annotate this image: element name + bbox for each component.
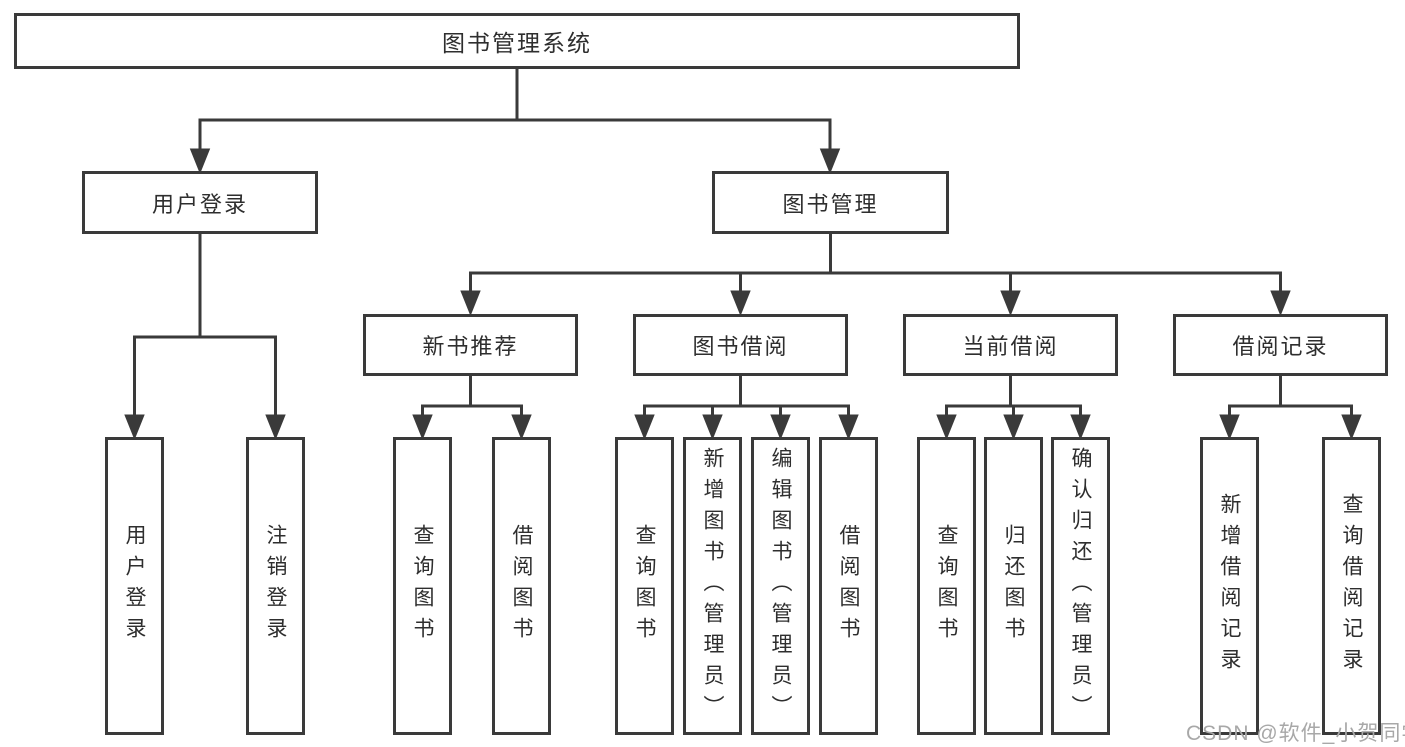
connector-current-borrow-to-leaves bbox=[936, 376, 1091, 441]
leaf-borrow-borrow-books: 借阅图书 bbox=[819, 437, 878, 735]
node-user-login: 用户登录 bbox=[82, 171, 318, 234]
node-current-borrow: 当前借阅 bbox=[903, 314, 1118, 376]
node-label: 查询图书 bbox=[411, 524, 434, 648]
node-book-borrow: 图书借阅 bbox=[633, 314, 848, 376]
node-label: 查询图书 bbox=[633, 524, 656, 648]
leaf-current-query-books: 查询图书 bbox=[917, 437, 976, 735]
node-root-library-management-system: 图书管理系统 bbox=[14, 13, 1020, 69]
node-new-book-recommend: 新书推荐 bbox=[363, 314, 578, 376]
node-label: 查询图书 bbox=[935, 524, 958, 648]
leaf-borrow-edit-books-admin: 编辑图书（管理员） bbox=[751, 437, 810, 735]
node-label: 图书管理系统 bbox=[442, 30, 592, 56]
connector-borrow-records-to-leaves bbox=[1219, 376, 1362, 441]
node-label: 图书管理 bbox=[782, 191, 879, 217]
leaf-current-confirm-return-admin: 确认归还（管理员） bbox=[1051, 437, 1110, 735]
node-label: 新书推荐 bbox=[422, 334, 519, 359]
leaf-recommend-query-books: 查询图书 bbox=[393, 437, 452, 735]
leaf-records-add-borrow-record: 新增借阅记录 bbox=[1200, 437, 1259, 735]
connector-user-login-to-leaves bbox=[124, 234, 286, 441]
node-label: 新增借阅记录 bbox=[1218, 493, 1241, 679]
node-label: 编辑图书（管理员） bbox=[769, 446, 792, 726]
node-label: 借阅记录 bbox=[1232, 334, 1329, 359]
connector-new-book-recommend-to-leaves bbox=[412, 376, 532, 441]
node-book-management: 图书管理 bbox=[712, 171, 949, 234]
node-label: 注销登录 bbox=[264, 524, 287, 648]
leaf-borrow-query-books: 查询图书 bbox=[615, 437, 674, 735]
connector-book-management-to-level3 bbox=[460, 234, 1291, 317]
connector-root-to-level2 bbox=[189, 69, 841, 175]
leaf-current-return-books: 归还图书 bbox=[984, 437, 1043, 735]
node-label: 查询借阅记录 bbox=[1340, 493, 1363, 679]
node-label: 图书借阅 bbox=[692, 334, 789, 359]
csdn-watermark: CSDN @软件_小贺同学 bbox=[1186, 722, 1405, 745]
leaf-user-login: 用户登录 bbox=[105, 437, 164, 735]
leaf-borrow-add-books-admin: 新增图书（管理员） bbox=[683, 437, 742, 735]
node-label: 用户登录 bbox=[123, 524, 146, 648]
node-label: 当前借阅 bbox=[962, 334, 1059, 359]
leaf-records-query-borrow-record: 查询借阅记录 bbox=[1322, 437, 1381, 735]
connector-book-borrow-to-leaves bbox=[634, 376, 859, 441]
node-label: 借阅图书 bbox=[837, 524, 860, 648]
node-label: 确认归还（管理员） bbox=[1069, 446, 1092, 726]
node-label: 新增图书（管理员） bbox=[701, 446, 724, 726]
leaf-logout: 注销登录 bbox=[246, 437, 305, 735]
node-borrow-records: 借阅记录 bbox=[1173, 314, 1388, 376]
leaf-recommend-borrow-books: 借阅图书 bbox=[492, 437, 551, 735]
node-label: 用户登录 bbox=[151, 191, 248, 217]
node-label: 归还图书 bbox=[1002, 524, 1025, 648]
node-label: 借阅图书 bbox=[510, 524, 533, 648]
